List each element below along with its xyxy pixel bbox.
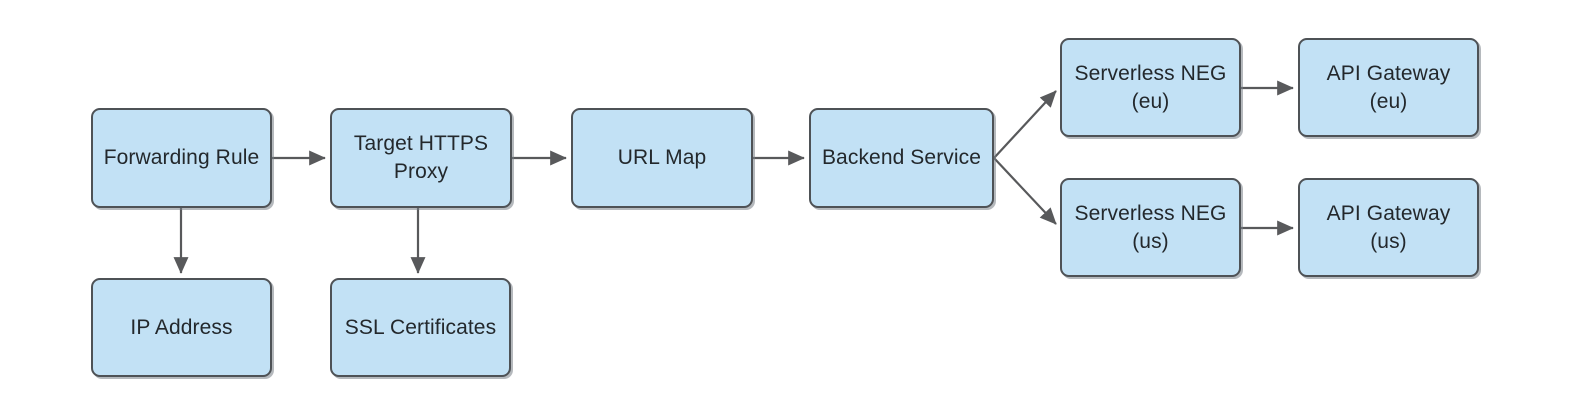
node-url-map[interactable]: URL Map xyxy=(571,108,753,208)
node-backend-service[interactable]: Backend Service xyxy=(809,108,994,208)
node-serverless-neg-us[interactable]: Serverless NEG (us) xyxy=(1060,178,1241,277)
node-label: API Gateway (eu) xyxy=(1326,61,1451,113)
edge-backend-service-to-serverless-neg-us xyxy=(993,157,1057,225)
edge-backend-service-to-serverless-neg-eu xyxy=(993,90,1057,159)
node-ssl-certificates[interactable]: SSL Certificates xyxy=(330,278,511,377)
node-label: Backend Service xyxy=(821,146,982,170)
node-label: API Gateway (us) xyxy=(1326,201,1451,253)
node-api-gateway-us[interactable]: API Gateway (us) xyxy=(1298,178,1479,277)
node-label: URL Map xyxy=(617,146,707,170)
node-serverless-neg-eu[interactable]: Serverless NEG (eu) xyxy=(1060,38,1241,137)
node-label: IP Address xyxy=(130,315,233,339)
node-target-https-proxy[interactable]: Target HTTPS Proxy xyxy=(330,108,512,208)
node-api-gateway-eu[interactable]: API Gateway (eu) xyxy=(1298,38,1479,137)
node-forwarding-rule[interactable]: Forwarding Rule xyxy=(91,108,272,208)
node-label: Forwarding Rule xyxy=(103,146,260,170)
node-label: Serverless NEG (us) xyxy=(1074,201,1227,253)
node-label: SSL Certificates xyxy=(344,315,497,339)
node-ip-address[interactable]: IP Address xyxy=(91,278,272,377)
node-label: Serverless NEG (eu) xyxy=(1074,61,1227,113)
node-label: Target HTTPS Proxy xyxy=(353,132,489,183)
